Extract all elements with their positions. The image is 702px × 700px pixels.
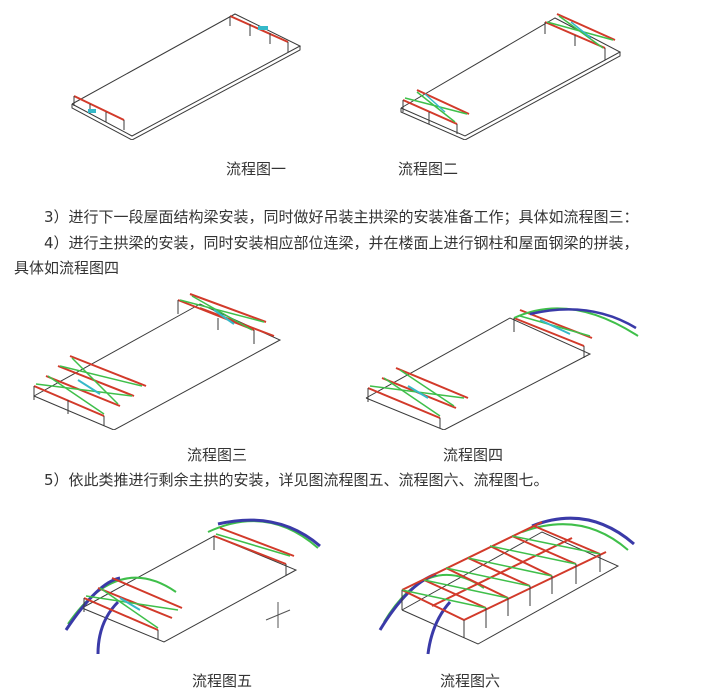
flowchart-figure-5 — [58, 512, 328, 658]
paragraph-step3: 3）进行下一段屋面结构梁安装，同时做好吊装主拱梁的安装准备工作；具体如流程图三： — [44, 208, 639, 226]
caption-fig5: 流程图五 — [192, 672, 253, 690]
caption-fig1: 流程图一 — [226, 160, 287, 178]
flowchart-figure-6 — [372, 510, 642, 656]
caption-fig6: 流程图六 — [440, 672, 501, 690]
paragraph-step4-line2: 具体如流程图四 — [14, 259, 120, 277]
flowchart-figure-2 — [395, 8, 635, 140]
caption-fig2: 流程图二 — [398, 160, 459, 178]
flowchart-figure-1 — [60, 8, 310, 140]
caption-fig3: 流程图三 — [187, 446, 248, 464]
flowchart-figure-3 — [28, 290, 288, 430]
paragraph-step5: 5）依此类推进行剩余主拱的安装，详见图流程图五、流程图六、流程图七。 — [44, 471, 549, 489]
caption-fig4: 流程图四 — [443, 446, 504, 464]
flowchart-figure-4 — [360, 298, 650, 430]
paragraph-step4-line1: 4）进行主拱梁的安装，同时安装相应部位连梁，并在楼面上进行钢柱和屋面钢梁的拼装， — [44, 234, 639, 252]
